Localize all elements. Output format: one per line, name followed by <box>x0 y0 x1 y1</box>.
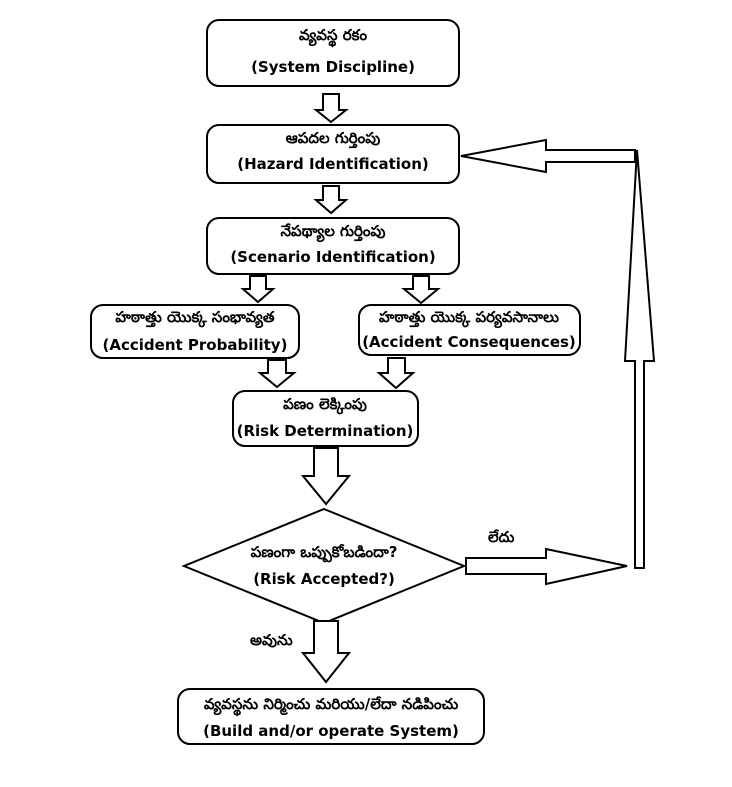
arrow-hazard-to-scenario <box>313 185 349 215</box>
risk-accepted-en: (Risk Accepted?) <box>253 570 395 588</box>
scenario-identification-en: (Scenario Identification) <box>230 248 435 266</box>
hazard-identification-en: (Hazard Identification) <box>237 155 429 173</box>
node-risk-determination: పణం లెక్కింపు (Risk Determination) <box>232 390 419 447</box>
system-discipline-te: వ్యవస్థ రకం <box>299 26 368 48</box>
arrow-decision-yes-down <box>300 620 352 684</box>
arrow-discipline-to-hazard <box>313 93 349 124</box>
arrow-feedback-up <box>623 149 656 569</box>
node-build-operate: వ్యవస్థను నిర్మించు మరియు/లేదా నడిపించు … <box>177 688 485 745</box>
system-discipline-en: (System Discipline) <box>251 58 415 76</box>
node-scenario-identification: నేపథ్యాల గుర్తింపు (Scenario Identificat… <box>206 217 460 275</box>
accident-consequences-te: హఠాత్తు యొక్క పర్యవసానాలు <box>379 308 559 329</box>
node-risk-accepted: పణంగా ఒప్పుకోబడిందా? (Risk Accepted?) <box>181 507 467 625</box>
node-accident-consequences: హఠాత్తు యొక్క పర్యవసానాలు (Accident Cons… <box>358 304 581 356</box>
build-operate-te: వ్యవస్థను నిర్మించు మరియు/లేదా నడిపించు <box>204 695 458 717</box>
accident-consequences-en: (Accident Consequences) <box>362 333 576 351</box>
scenario-identification-te: నేపథ్యాల గుర్తింపు <box>281 222 386 243</box>
risk-determination-en: (Risk Determination) <box>237 422 414 440</box>
arrow-risk-to-decision <box>300 447 352 506</box>
arrow-decision-no-right <box>465 547 628 586</box>
node-system-discipline: వ్యవస్థ రకం (System Discipline) <box>206 19 460 87</box>
edge-label-no: లేదు <box>488 528 514 546</box>
accident-probability-te: హఠాత్తు యొక్క సంభావ్యత <box>115 308 275 329</box>
node-hazard-identification: ఆపదల గుర్తింపు (Hazard Identification) <box>206 124 460 184</box>
arrow-scenario-to-consequences <box>401 275 441 305</box>
arrow-scenario-to-probability <box>240 275 276 304</box>
edge-label-yes: అవును <box>250 631 293 649</box>
risk-accepted-te: పణంగా ఒప్పుకోబడిందా? <box>251 543 398 563</box>
node-accident-probability: హఠాత్తు యొక్క సంభావ్యత (Accident Probabi… <box>90 304 300 359</box>
build-operate-en: (Build and/or operate System) <box>203 722 459 740</box>
arrow-feedback-to-hazard <box>460 138 636 174</box>
hazard-identification-te: ఆపదల గుర్తింపు <box>286 129 381 149</box>
risk-determination-te: పణం లెక్కింపు <box>283 395 367 415</box>
arrow-probability-to-risk <box>257 359 297 389</box>
arrow-consequences-to-risk <box>376 357 416 390</box>
accident-probability-en: (Accident Probability) <box>103 336 288 354</box>
